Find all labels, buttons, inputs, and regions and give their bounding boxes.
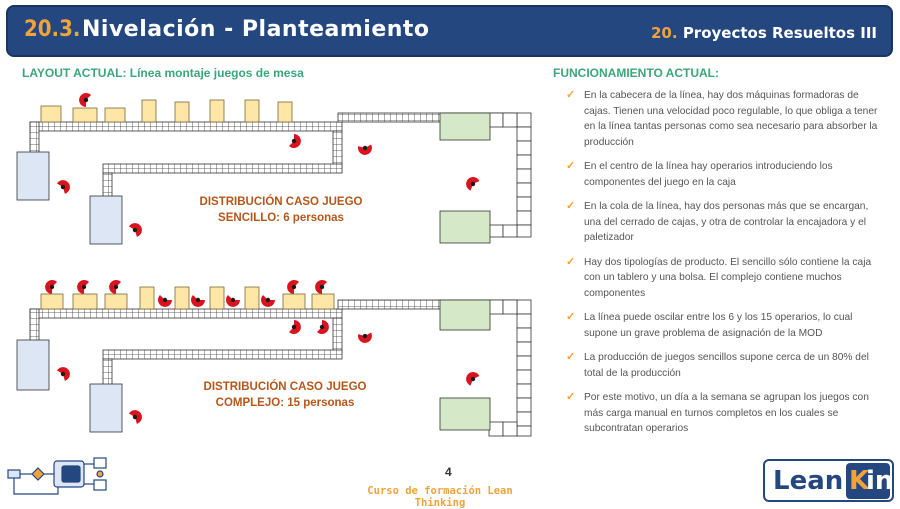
chapter-number: 20. <box>651 24 678 42</box>
chapter-name: Proyectos Resueltos III <box>682 24 877 42</box>
check-icon: ✓ <box>566 391 576 403</box>
diagram-simple <box>16 93 532 245</box>
list-item: ✓La producción de juegos sencillos supon… <box>566 351 869 379</box>
diagram-simple-label: DISTRIBUCIÓN CASO JUEGO SENCILLO: 6 pers… <box>199 196 363 224</box>
course-name: Curso de formación Lean Thinking <box>367 485 513 509</box>
check-icon: ✓ <box>566 311 576 323</box>
check-icon: ✓ <box>566 200 576 212</box>
list-item: ✓En la cola de la línea, hay dos persona… <box>566 200 869 243</box>
bullet-list: ✓En la cabecera de la línea, hay dos máq… <box>566 88 886 446</box>
check-icon: ✓ <box>566 160 576 172</box>
list-item: ✓La línea puede oscilar entre los 6 y lo… <box>566 311 853 339</box>
header-bar: 20.3. Nivelación - Planteamiento 20. Pro… <box>6 5 893 57</box>
layout-title: LAYOUT ACTUAL: Línea montaje juegos de m… <box>22 66 304 80</box>
leankin-logo: Lean K in <box>763 459 894 502</box>
check-icon: ✓ <box>566 351 576 363</box>
list-item: ✓Por este motivo, un día a la semana se … <box>566 391 869 434</box>
page-title: Nivelación - Planteamiento <box>82 17 430 42</box>
section-number: 20.3. <box>24 17 81 42</box>
diagram-complex-label: DISTRIBUCIÓN CASO JUEGO COMPLEJO: 15 per… <box>203 381 367 409</box>
check-icon: ✓ <box>566 255 576 268</box>
chapter-title: 20. Proyectos Resueltos III <box>651 24 877 42</box>
list-item: ✓En la cabecera de la línea, hay dos máq… <box>566 89 878 148</box>
check-icon: ✓ <box>566 89 576 101</box>
process-flow-icon <box>7 457 107 495</box>
diagram-complex <box>16 280 532 437</box>
list-item: ✓Hay dos tipologías de producto. El senc… <box>566 255 872 299</box>
list-item: ✓En el centro de la línea hay operarios … <box>566 160 833 188</box>
page-number: 4 <box>445 465 452 479</box>
functioning-title: FUNCIONAMIENTO ACTUAL: <box>553 66 719 80</box>
